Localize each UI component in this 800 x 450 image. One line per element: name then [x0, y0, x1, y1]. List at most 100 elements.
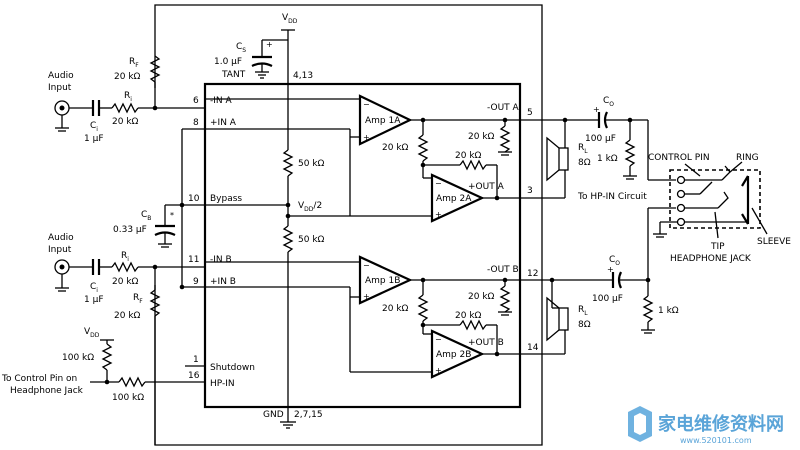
co-b-name: CO	[609, 255, 620, 267]
jack-hp-switch	[699, 181, 713, 195]
amp-1a	[358, 94, 413, 146]
pin-out-a-neg: -OUT A	[487, 103, 520, 113]
amp-2a-minus: −	[435, 179, 442, 188]
hp-r-bot-resistor	[118, 376, 146, 388]
pin-10: 10	[188, 194, 200, 204]
pin-out-a-pos: +OUT A	[468, 182, 505, 192]
amp-2a-out-junction	[494, 195, 500, 201]
headphone-jack-box	[669, 169, 761, 229]
amp-2a-label: Amp 2A	[436, 194, 472, 204]
rf-bot-value: 20 kΩ	[114, 311, 141, 321]
pin-1: 1	[193, 355, 199, 365]
rf-bot-name: RF	[133, 293, 143, 305]
jack-contact-control	[676, 175, 686, 185]
b-rg-label: 20 kΩ	[468, 292, 495, 302]
jack-control-pin-label: CONTROL PIN	[648, 153, 710, 163]
rl-b-value: 8Ω	[578, 320, 591, 330]
gnd-pins-label: 2,7,15	[294, 410, 323, 420]
jack-headphone-label: HEADPHONE JACK	[670, 254, 752, 264]
cs-plate-bottom	[251, 62, 273, 67]
jack-to-hp-in-label: To HP-IN Circuit	[577, 192, 647, 202]
hp-r-bot-label: 100 kΩ	[112, 393, 144, 403]
cb-name: CB	[141, 210, 151, 222]
a-rg-resistor	[499, 125, 511, 153]
rl-a-value: 8Ω	[578, 158, 591, 168]
speaker-b-cone	[546, 296, 560, 342]
cb-mark: *	[170, 211, 174, 220]
amp-1a-minus: −	[363, 100, 370, 109]
speaker-b	[558, 307, 569, 331]
rf-top-value: 20 kΩ	[114, 72, 141, 82]
jack-ring-label: RING	[736, 153, 759, 163]
amp-2b-label: Amp 2B	[436, 350, 471, 360]
a-fb-res-2-label: 20 kΩ	[455, 151, 482, 161]
bias-res-top-label: 50 kΩ	[298, 159, 325, 169]
cb-value: 0.33 µF	[113, 225, 147, 235]
gnd-label: GND	[263, 410, 284, 420]
jack-sleeve-body	[741, 175, 750, 225]
vdd2-label: VDD/2	[298, 201, 322, 213]
co-a-value: 100 µF	[585, 134, 616, 144]
jack-tip-arrow	[714, 211, 719, 239]
pin-in-a-pos: +IN A	[210, 118, 237, 128]
co-b-plate-2	[617, 271, 622, 289]
amp-1a-plus: +	[363, 133, 370, 142]
speaker-a	[558, 147, 569, 171]
rl-a-name: RL	[578, 143, 588, 155]
rf-top-name: RF	[129, 57, 139, 69]
audio-input-jack-bottom-center	[59, 264, 65, 270]
pin-6: 6	[193, 96, 199, 106]
out-a-r-resistor	[624, 139, 636, 167]
audio-input-top-l2: Input	[48, 83, 72, 93]
a-fb-resistor-2	[459, 159, 487, 171]
ci-top-name: Ci	[90, 121, 98, 133]
cs-type: TANT	[221, 70, 246, 80]
amp-2b-plus: +	[435, 366, 442, 375]
bias-resistor-top	[282, 149, 294, 177]
speaker-a-cone	[546, 136, 560, 182]
rl-b-name: RL	[578, 305, 588, 317]
audio-input-jack-top-center	[59, 105, 65, 111]
bypass-junction-int	[285, 202, 291, 208]
co-b-value: 100 µF	[592, 294, 623, 304]
bypass-tie-junction	[179, 284, 185, 290]
jack-contact-hp	[676, 189, 686, 199]
watermark-url: www.520101.com	[680, 436, 752, 445]
jack-sleeve-arrow	[751, 207, 768, 235]
pin-out-b-pos: +OUT B	[468, 338, 504, 348]
pin-bypass: Bypass	[210, 194, 242, 204]
hp-control-label-2: Headphone Jack	[10, 386, 84, 396]
amp-1b-plus: +	[363, 292, 370, 301]
b-fb-resistor-2	[459, 319, 487, 331]
vdd-pins-label: 4,13	[293, 71, 313, 81]
amp-2a-plus: +	[435, 210, 442, 219]
amp-2a	[430, 173, 485, 223]
pin-in-b-neg: -IN B	[210, 255, 232, 265]
cs-value: 1.0 µF	[214, 57, 242, 67]
a-fb-resistor-1	[417, 134, 429, 162]
pin-9: 9	[193, 277, 199, 287]
watermark-cn: 家电维修资料网	[658, 413, 784, 435]
pin-14: 14	[527, 343, 539, 353]
ci-bot-value: 1 µF	[84, 295, 104, 305]
amp-2a-bias-junction	[285, 213, 291, 219]
out-a-r-label: 1 kΩ	[597, 154, 618, 164]
b-rg-resistor	[499, 285, 511, 313]
b-fb-resistor-1	[417, 294, 429, 322]
pin-8: 8	[193, 118, 199, 128]
ri-top-name: Ri	[124, 91, 132, 103]
cs-plus: +	[266, 40, 273, 49]
co-a-name: CO	[603, 96, 614, 108]
pin-12: 12	[527, 269, 538, 279]
amp-2b	[430, 329, 485, 379]
ri-bot-resistor	[111, 261, 139, 273]
amp-1b	[358, 255, 413, 305]
watermark: 家电维修资料网 www.520101.com	[628, 406, 784, 445]
audio-input-bot-l1: Audio	[48, 233, 74, 243]
ri-top-resistor	[111, 102, 139, 114]
out-b-r-resistor	[642, 295, 654, 323]
pin-out-b-neg: -OUT B	[487, 265, 519, 275]
ri-bot-value: 20 kΩ	[112, 277, 139, 287]
pin-in-b-pos: +IN B	[210, 277, 236, 287]
